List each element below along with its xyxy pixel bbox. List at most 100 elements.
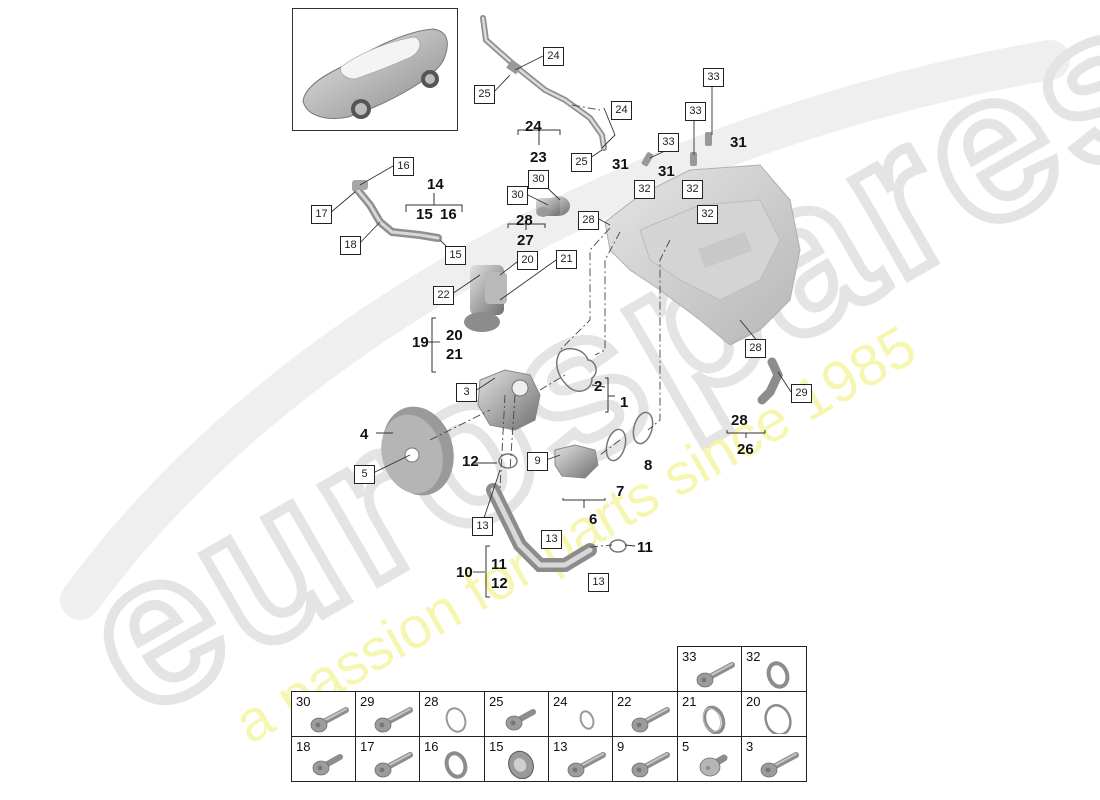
- callout-num-27[interactable]: 27: [517, 232, 534, 249]
- brackets: [405, 129, 766, 598]
- part-number: 17: [360, 739, 375, 754]
- part-number: 3: [746, 739, 754, 754]
- callout-box-22[interactable]: 22: [433, 286, 454, 305]
- callout-box-33[interactable]: 33: [685, 102, 706, 121]
- ring-thin-icon: [434, 704, 480, 739]
- bolt-icon: [563, 749, 609, 784]
- part-cell-25[interactable]: 25: [484, 691, 549, 737]
- callout-num-12[interactable]: 12: [491, 575, 508, 592]
- callout-num-10[interactable]: 10: [456, 564, 473, 581]
- ring-sleeve-icon: [692, 704, 738, 739]
- gasket-2: [556, 348, 597, 392]
- callout-box-25[interactable]: 25: [571, 153, 592, 172]
- callout-num-1[interactable]: 1: [620, 394, 629, 411]
- part-cell-17[interactable]: 17: [355, 736, 420, 782]
- callout-box-13[interactable]: 13: [541, 530, 562, 549]
- ring-thick-icon: [756, 659, 802, 694]
- callout-num-12[interactable]: 12: [462, 453, 479, 470]
- part-cell-9[interactable]: 9: [612, 736, 678, 782]
- callout-box-32[interactable]: 32: [682, 180, 703, 199]
- callout-box-25[interactable]: 25: [474, 85, 495, 104]
- o-ring-11: [609, 539, 627, 553]
- callout-num-7[interactable]: 7: [616, 483, 625, 500]
- callout-num-23[interactable]: 23: [530, 149, 547, 166]
- callout-num-19[interactable]: 19: [412, 334, 429, 351]
- callout-box-30[interactable]: 30: [507, 186, 528, 205]
- callout-num-31[interactable]: 31: [612, 156, 629, 173]
- ring-large-icon: [756, 704, 802, 739]
- ring-small-icon: [563, 704, 609, 739]
- bolt-icon: [370, 704, 416, 739]
- callout-num-15[interactable]: 15: [416, 206, 433, 223]
- bolt-short-icon: [499, 704, 545, 739]
- callout-box-15[interactable]: 15: [445, 246, 466, 265]
- callout-box-32[interactable]: 32: [634, 180, 655, 199]
- callout-box-17[interactable]: 17: [311, 205, 332, 224]
- callout-box-21[interactable]: 21: [556, 250, 577, 269]
- part-cell-28[interactable]: 28: [419, 691, 485, 737]
- callout-num-31[interactable]: 31: [658, 163, 675, 180]
- callout-box-13[interactable]: 13: [472, 517, 493, 536]
- part-cell-30[interactable]: 30: [291, 691, 356, 737]
- callout-box-28[interactable]: 28: [745, 339, 766, 358]
- part-number: 24: [553, 694, 568, 709]
- engine-block: [604, 164, 801, 346]
- part-cell-24[interactable]: 24: [548, 691, 613, 737]
- part-cell-18[interactable]: 18: [291, 736, 356, 782]
- part-cell-15[interactable]: 15: [484, 736, 549, 782]
- part-cell-29[interactable]: 29: [355, 691, 420, 737]
- part-cell-3[interactable]: 3: [741, 736, 807, 782]
- part-cell-13[interactable]: 13: [548, 736, 613, 782]
- callout-num-20[interactable]: 20: [446, 327, 463, 344]
- part-number: 22: [617, 694, 632, 709]
- part-number: 33: [682, 649, 697, 664]
- part-cell-16[interactable]: 16: [419, 736, 485, 782]
- part-cell-22[interactable]: 22: [612, 691, 678, 737]
- callout-num-8[interactable]: 8: [644, 457, 653, 474]
- part-cell-5[interactable]: 5: [677, 736, 742, 782]
- coolant-pipe-10: [486, 483, 597, 572]
- callout-num-4[interactable]: 4: [360, 426, 369, 443]
- bolt-icon: [306, 704, 352, 739]
- callout-box-3[interactable]: 3: [456, 383, 477, 402]
- callout-num-31[interactable]: 31: [730, 134, 747, 151]
- callout-num-26[interactable]: 26: [737, 441, 754, 458]
- callout-box-29[interactable]: 29: [791, 384, 812, 403]
- callout-num-11[interactable]: 11: [491, 556, 507, 573]
- part-number: 30: [296, 694, 311, 709]
- callout-box-33[interactable]: 33: [703, 68, 724, 87]
- assembly-lines: [429, 104, 671, 548]
- callout-box-20[interactable]: 20: [517, 251, 538, 270]
- part-cell-33[interactable]: 33: [677, 646, 742, 692]
- part-number: 5: [682, 739, 690, 754]
- callout-box-13[interactable]: 13: [588, 573, 609, 592]
- callout-box-30[interactable]: 30: [528, 170, 549, 189]
- coolant-housing-19: [464, 265, 507, 332]
- callout-box-33[interactable]: 33: [658, 133, 679, 152]
- valve-6: [554, 444, 599, 479]
- callout-box-32[interactable]: 32: [697, 205, 718, 224]
- callout-box-18[interactable]: 18: [340, 236, 361, 255]
- callout-num-14[interactable]: 14: [427, 176, 444, 193]
- callout-num-6[interactable]: 6: [589, 511, 598, 528]
- callout-num-21[interactable]: 21: [446, 346, 463, 363]
- bolt-icon: [370, 749, 416, 784]
- callout-box-5[interactable]: 5: [354, 465, 375, 484]
- part-cell-21[interactable]: 21: [677, 691, 742, 737]
- callout-num-28[interactable]: 28: [731, 412, 748, 429]
- callout-box-16[interactable]: 16: [393, 157, 414, 176]
- part-number: 16: [424, 739, 439, 754]
- callout-box-9[interactable]: 9: [527, 452, 548, 471]
- part-cell-32[interactable]: 32: [741, 646, 807, 692]
- o-ring-8: [632, 411, 654, 445]
- callout-num-11[interactable]: 11: [637, 539, 653, 556]
- callout-num-16[interactable]: 16: [440, 206, 457, 223]
- callout-num-24[interactable]: 24: [525, 118, 542, 135]
- callout-num-2[interactable]: 2: [594, 378, 603, 395]
- part-number: 18: [296, 739, 311, 754]
- callout-num-28[interactable]: 28: [516, 212, 533, 229]
- callout-box-24[interactable]: 24: [543, 47, 564, 66]
- callout-box-28[interactable]: 28: [578, 211, 599, 230]
- callout-box-24[interactable]: 24: [611, 101, 632, 120]
- part-cell-20[interactable]: 20: [741, 691, 807, 737]
